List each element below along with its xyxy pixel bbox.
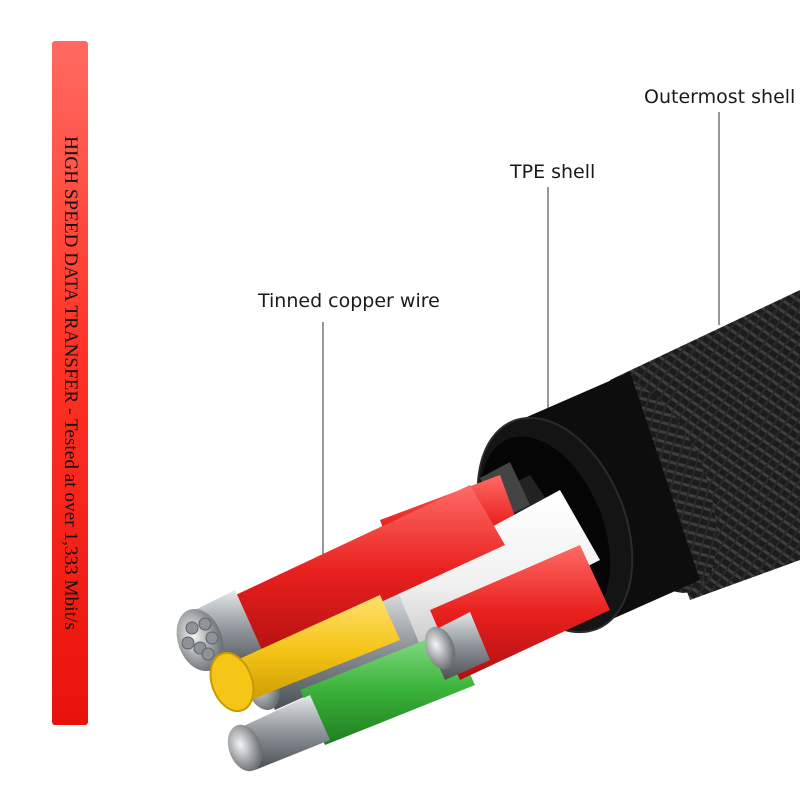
- tinned-copper-wire-label: Tinned copper wire: [258, 290, 440, 312]
- outermost-shell-label: Outermost shell: [644, 86, 796, 108]
- yellow-wire: [209, 595, 400, 713]
- speed-banner: HIGH SPEED DATA TRANSFER - Tested at ove…: [52, 41, 88, 725]
- tpe-shell-label: TPE shell: [510, 161, 596, 183]
- front-red-wire: [176, 485, 505, 672]
- lower-red-wire: [424, 545, 610, 680]
